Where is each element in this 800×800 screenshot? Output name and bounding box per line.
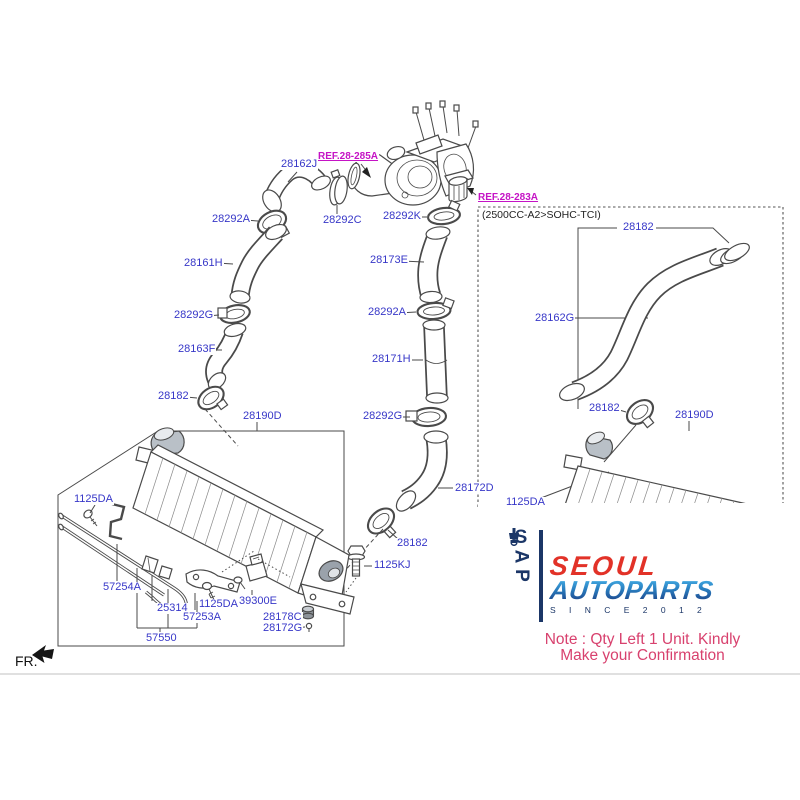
part-label-28161H: 28161H xyxy=(183,257,224,269)
part-label-1125DA: 1125DA xyxy=(198,598,239,610)
logo-since: S I N C E 2 0 1 2 xyxy=(550,605,708,615)
mark-letter-s: S xyxy=(514,527,528,548)
part-label-28171H: 28171H xyxy=(371,353,412,365)
intercooler-box-drawing xyxy=(57,421,355,647)
logo-divider xyxy=(539,530,543,622)
part-label-28190D: 28190D xyxy=(242,410,283,422)
small-parts-drawing xyxy=(58,502,315,632)
sap-logo-mark: S A P xyxy=(505,528,537,585)
middle-hose-chain-drawing xyxy=(340,226,455,593)
part-label-28182: 28182 xyxy=(396,537,429,549)
part-label-28292A: 28292A xyxy=(211,213,251,225)
part-label-57550: 57550 xyxy=(145,632,178,644)
seller-note-line2: Make your Confirmation xyxy=(560,647,725,664)
seller-note-line1: Note : Qty Left 1 Unit. Kindly xyxy=(544,631,741,648)
seoul-autoparts-logo: S A P SEOUL AUTOPARTS S I N C E 2 0 1 2 … xyxy=(495,524,790,669)
mark-letter-p: P xyxy=(510,569,532,582)
left-hose-chain-drawing xyxy=(197,161,348,447)
ref-label-REF.28-283A: REF.28-283A xyxy=(477,192,540,203)
part-label-25314: 25314 xyxy=(156,602,189,614)
part-label-28292C: 28292C xyxy=(322,214,363,226)
part-label-28172D: 28172D xyxy=(454,482,495,494)
part-label-28190D: 28190D xyxy=(674,409,715,421)
part-label-28163F: 28163F xyxy=(177,343,217,355)
ref-label-REF.28-285A: REF.28-285A xyxy=(317,151,380,162)
part-label-1125KJ: 1125KJ xyxy=(373,559,412,571)
part-label-57254A: 57254A xyxy=(102,581,142,593)
part-label-28172G: 28172G xyxy=(262,622,304,634)
seller-note: Note : Qty Left 1 Unit. Kindly Make your… xyxy=(495,632,790,664)
damper-bottom-icon xyxy=(510,528,518,546)
part-label-39300E: 39300E xyxy=(238,595,278,607)
turbocharger-drawing xyxy=(347,100,479,226)
part-label-28182: 28182 xyxy=(622,221,655,233)
part-label-1125DA: 1125DA xyxy=(73,493,114,505)
fr-arrow-icon xyxy=(32,645,54,663)
variant-caption: (2500CC-A2>SOHC-TCI) xyxy=(481,209,602,221)
logo-autoparts: AUTOPARTS xyxy=(548,575,777,605)
fr-label: FR. xyxy=(15,653,38,669)
part-label-28182: 28182 xyxy=(157,390,190,402)
part-label-28292G: 28292G xyxy=(173,309,215,321)
part-label-28292K: 28292K xyxy=(382,210,422,222)
part-label-1125DA: 1125DA xyxy=(505,496,546,508)
part-label-28178C: 28178C xyxy=(262,611,303,623)
logo-wordmark: SEOUL AUTOPARTS S I N C E 2 0 1 2 xyxy=(548,551,777,615)
bottom-divider-line xyxy=(0,673,800,675)
part-label-28162J: 28162J xyxy=(280,158,319,170)
part-label-28182: 28182 xyxy=(588,402,621,414)
part-label-28173E: 28173E xyxy=(369,254,409,266)
part-label-28292A: 28292A xyxy=(367,306,407,318)
part-label-28162G: 28162G xyxy=(534,312,576,324)
part-label-28292G: 28292G xyxy=(362,410,404,422)
part-label-57253A: 57253A xyxy=(182,611,222,623)
mark-letter-a: A xyxy=(510,549,532,564)
